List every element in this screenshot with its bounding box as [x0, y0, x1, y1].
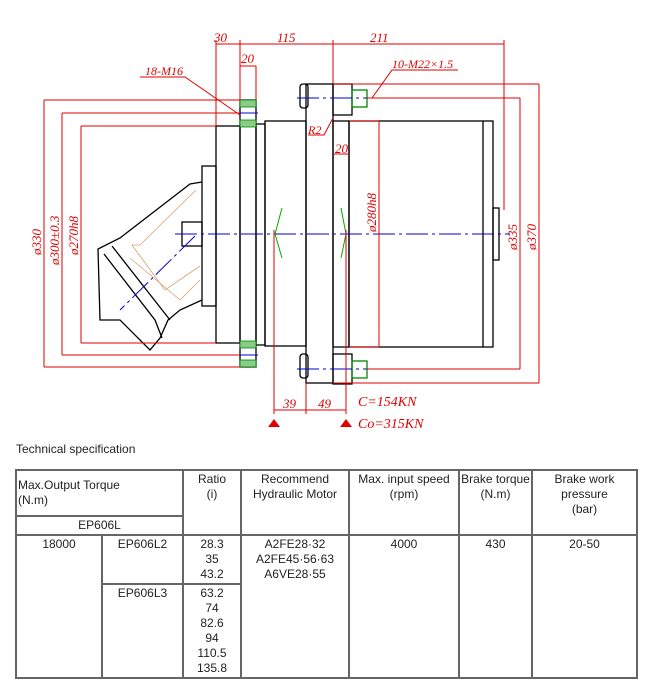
- dim-d280: ø280h8: [364, 193, 379, 234]
- dim-49: 49: [318, 396, 332, 411]
- header-torque-label: Max.Output Torque: [18, 478, 120, 492]
- dim-ring-20: 20: [335, 141, 349, 156]
- dim-d300: ø300±0.3: [47, 215, 62, 266]
- load-c: C=154KN: [358, 395, 417, 410]
- triangle-marker: [340, 419, 352, 427]
- dim-211: 211: [370, 30, 389, 45]
- dimension-lines: [43, 40, 540, 414]
- center-lines: [119, 97, 510, 370]
- dim-30: 30: [213, 30, 228, 45]
- cell-model-l3: EP606L3: [101, 583, 184, 679]
- header-ratio-label: Ratio: [197, 472, 226, 486]
- bearing-marks: [274, 207, 347, 259]
- cell-brake-torque: 430: [458, 534, 533, 679]
- ratio-value: 110.5: [197, 646, 227, 660]
- header-speed: Max. input speed(rpm): [348, 469, 460, 536]
- dim-d330: ø330: [29, 229, 44, 257]
- cell-torque: 18000: [15, 534, 103, 679]
- gearbox-technical-drawing: 30 115 211 20 18-M16 10-M22×1.5 R2 20 ø3…: [29, 30, 540, 432]
- bolt-label: 10-M22×1.5: [392, 57, 453, 71]
- ratio-value: 94: [205, 631, 219, 645]
- header-speed-label: Max. input speed: [358, 472, 450, 486]
- dim-flange-20: 20: [241, 51, 255, 66]
- header-motor-label1: Recommend: [260, 472, 330, 486]
- motor-value: A2FE45·56·63: [255, 552, 335, 566]
- ratio-value: 35: [205, 552, 219, 566]
- load-co: Co=315KN: [358, 417, 424, 432]
- dim-d370: ø370: [524, 224, 539, 252]
- ratio-value: 135.8: [196, 661, 228, 675]
- header-motor-label2: Hydraulic Motor: [252, 487, 338, 501]
- triangle-marker: [268, 419, 280, 427]
- ratio-value: 28.3: [200, 537, 224, 551]
- header-torque: Max.Output Torque(N.m): [15, 469, 184, 517]
- header-ratio-unit: (i): [206, 487, 218, 501]
- header-speed-unit: (rpm): [389, 487, 419, 501]
- header-brake-pressure-label2: pressure: [561, 487, 608, 501]
- header-model: EP606L: [15, 515, 184, 536]
- cell-speed: 4000: [348, 534, 460, 679]
- dim-d335: ø335: [505, 224, 520, 252]
- cell-brake-pressure: 20-50: [531, 534, 638, 679]
- flange-hatching: [239, 99, 257, 368]
- ratio-value: 82.6: [200, 616, 224, 630]
- header-brake-pressure-label1: Brake work: [554, 472, 615, 486]
- ratio-value: 63.2: [200, 586, 224, 600]
- hole-label: 18-M16: [145, 64, 183, 78]
- spec-table: Max.Output Torque(N.m) Ratio(i) Recommen…: [15, 469, 638, 679]
- header-torque-unit: (N.m): [18, 493, 48, 507]
- load-markers: [268, 419, 352, 427]
- motor-inner-outline: [129, 189, 201, 301]
- radius-label: R2: [307, 123, 321, 137]
- motor-value: A6VE28·55: [264, 567, 326, 581]
- ratio-value: 43.2: [200, 567, 224, 581]
- header-brake-torque-unit: (N.m): [480, 487, 511, 501]
- header-ratio: Ratio(i): [182, 469, 242, 536]
- cell-model-l2: EP606L2: [101, 534, 184, 585]
- dim-115: 115: [277, 30, 296, 45]
- ratio-value: 74: [205, 601, 219, 615]
- dim-39: 39: [282, 396, 297, 411]
- header-brake-torque: Brake torque(N.m): [458, 469, 533, 536]
- motor-value: A2FE28·32: [264, 537, 326, 551]
- spec-title: Technical specification: [16, 442, 136, 456]
- dim-d270: ø270h8: [66, 216, 81, 257]
- header-brake-pressure-unit: (bar): [571, 502, 598, 516]
- header-brake-torque-label: Brake torque: [461, 472, 530, 486]
- gearbox-outline: [97, 83, 500, 385]
